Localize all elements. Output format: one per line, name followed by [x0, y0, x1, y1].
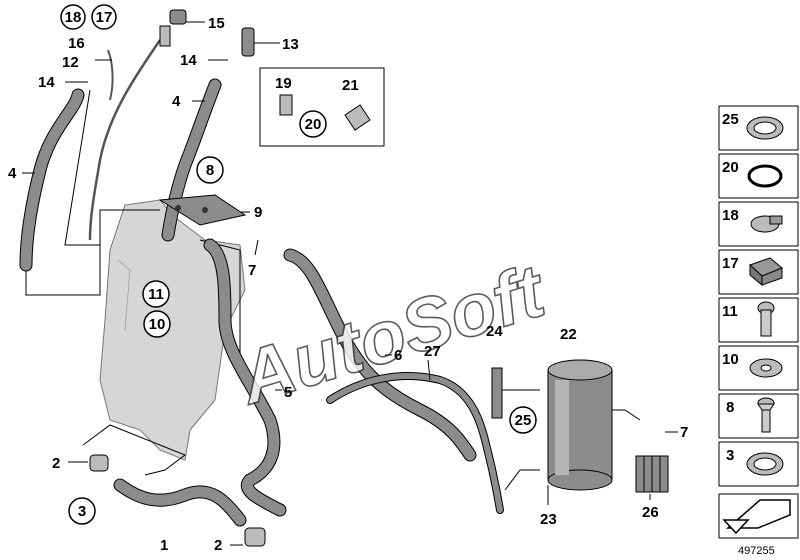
arrow-icon: [722, 499, 791, 535]
callout-19: 19: [275, 75, 292, 92]
line-27: [326, 372, 504, 514]
callout-21: 21: [342, 77, 359, 94]
legend-label-11: 11: [722, 303, 738, 320]
hex-socket-bolt-icon: [757, 301, 775, 337]
legend-label-10: 10: [722, 351, 739, 368]
callout-6: 6: [394, 347, 402, 364]
callout-3: 3: [78, 503, 86, 520]
hose-clip-icon: [750, 215, 783, 233]
callout-26: 26: [642, 504, 659, 521]
foam-pad-icon: [749, 257, 783, 287]
callout-24: 24: [486, 323, 503, 340]
parts-legend: 25 20 18 17 11 10 8 3: [718, 105, 799, 539]
vent-line-15: [88, 39, 162, 241]
legend-label-3: 3: [726, 447, 734, 464]
connector-15-icon: [159, 9, 187, 47]
hose-clamp-icon: [746, 116, 784, 140]
callout-12: 12: [62, 54, 79, 71]
legend-label-18: 18: [722, 207, 739, 224]
clamp-2-lower-icon: [244, 527, 266, 547]
callout-10: 10: [149, 316, 166, 333]
clamp-2-upper-icon: [89, 454, 109, 472]
legend-label-8: 8: [726, 399, 734, 416]
connector-13-icon: [241, 27, 255, 57]
fuel-tank: [99, 199, 246, 461]
valve-19-icon: [279, 94, 293, 116]
callout-14-right: 14: [180, 52, 197, 69]
callout-14-left: 14: [38, 74, 55, 91]
legend-label-25: 25: [722, 111, 739, 128]
vent-line-16: [107, 49, 114, 101]
callout-22: 22: [560, 326, 577, 343]
callout-13: 13: [282, 36, 299, 53]
bracket-24-icon: [491, 367, 503, 419]
o-ring-icon: [747, 164, 783, 188]
callout-4-right: 4: [172, 93, 181, 110]
callout-11: 11: [148, 286, 164, 303]
callout-circles: [60, 4, 537, 525]
callout-1: 1: [160, 537, 168, 554]
valve-21-icon: [344, 104, 371, 131]
callout-2-lower: 2: [214, 537, 222, 554]
countersunk-screw-icon: [757, 397, 775, 433]
callout-8: 8: [206, 162, 214, 179]
callout-20: 20: [305, 116, 322, 133]
callout-2-upper: 2: [52, 455, 60, 472]
mounting-plate: [158, 194, 247, 226]
callout-17: 17: [96, 9, 113, 26]
legend-label-20: 20: [722, 159, 739, 176]
filter-26-icon: [635, 455, 669, 493]
legend-label-17: 17: [722, 255, 739, 272]
callout-23: 23: [540, 511, 557, 528]
leader-lines: [22, 21, 678, 546]
callout-25: 25: [515, 412, 532, 429]
callout-18: 18: [65, 9, 82, 26]
washer-icon: [749, 358, 783, 378]
callout-7-upper: 7: [248, 262, 256, 279]
hose-clamp-icon: [746, 452, 784, 476]
reference-number: 497255: [738, 545, 775, 557]
callout-9: 9: [254, 204, 262, 221]
callout-4-left: 4: [8, 165, 17, 182]
callout-5: 5: [284, 384, 292, 401]
callout-16: 16: [68, 35, 85, 52]
callout-7-lower: 7: [680, 424, 688, 441]
filter-canister: [547, 359, 613, 491]
callout-27: 27: [424, 343, 441, 360]
callout-15: 15: [208, 15, 225, 32]
